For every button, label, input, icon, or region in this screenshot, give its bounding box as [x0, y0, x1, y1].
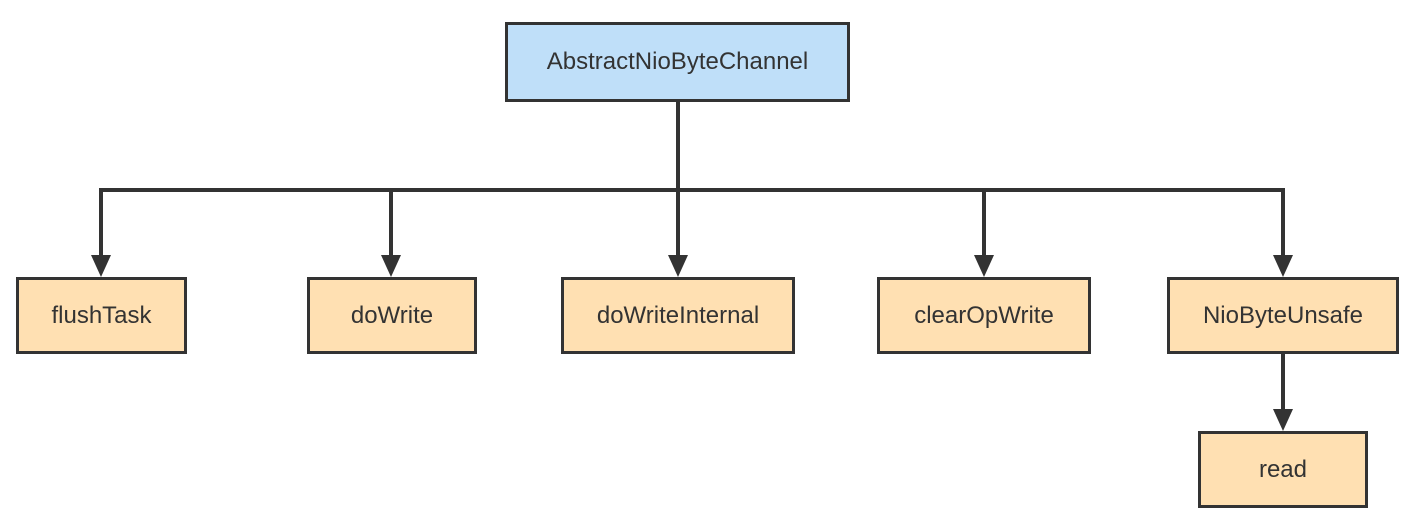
arrowhead-clear-op-write [974, 255, 994, 277]
arrowhead-do-write [381, 255, 401, 277]
node-read: read [1198, 431, 1368, 508]
arrowhead-nio-byte-unsafe [1273, 255, 1293, 277]
node-flush-task: flushTask [16, 277, 187, 354]
node-abstract-nio-byte-channel: AbstractNioByteChannel [505, 22, 850, 102]
node-do-write: doWrite [307, 277, 477, 354]
node-clear-op-write: clearOpWrite [877, 277, 1091, 354]
node-do-write-internal: doWriteInternal [561, 277, 795, 354]
arrowhead-flush-task [91, 255, 111, 277]
arrowhead-read [1273, 409, 1293, 431]
node-nio-byte-unsafe: NioByteUnsafe [1167, 277, 1399, 354]
arrowhead-do-write-internal [668, 255, 688, 277]
